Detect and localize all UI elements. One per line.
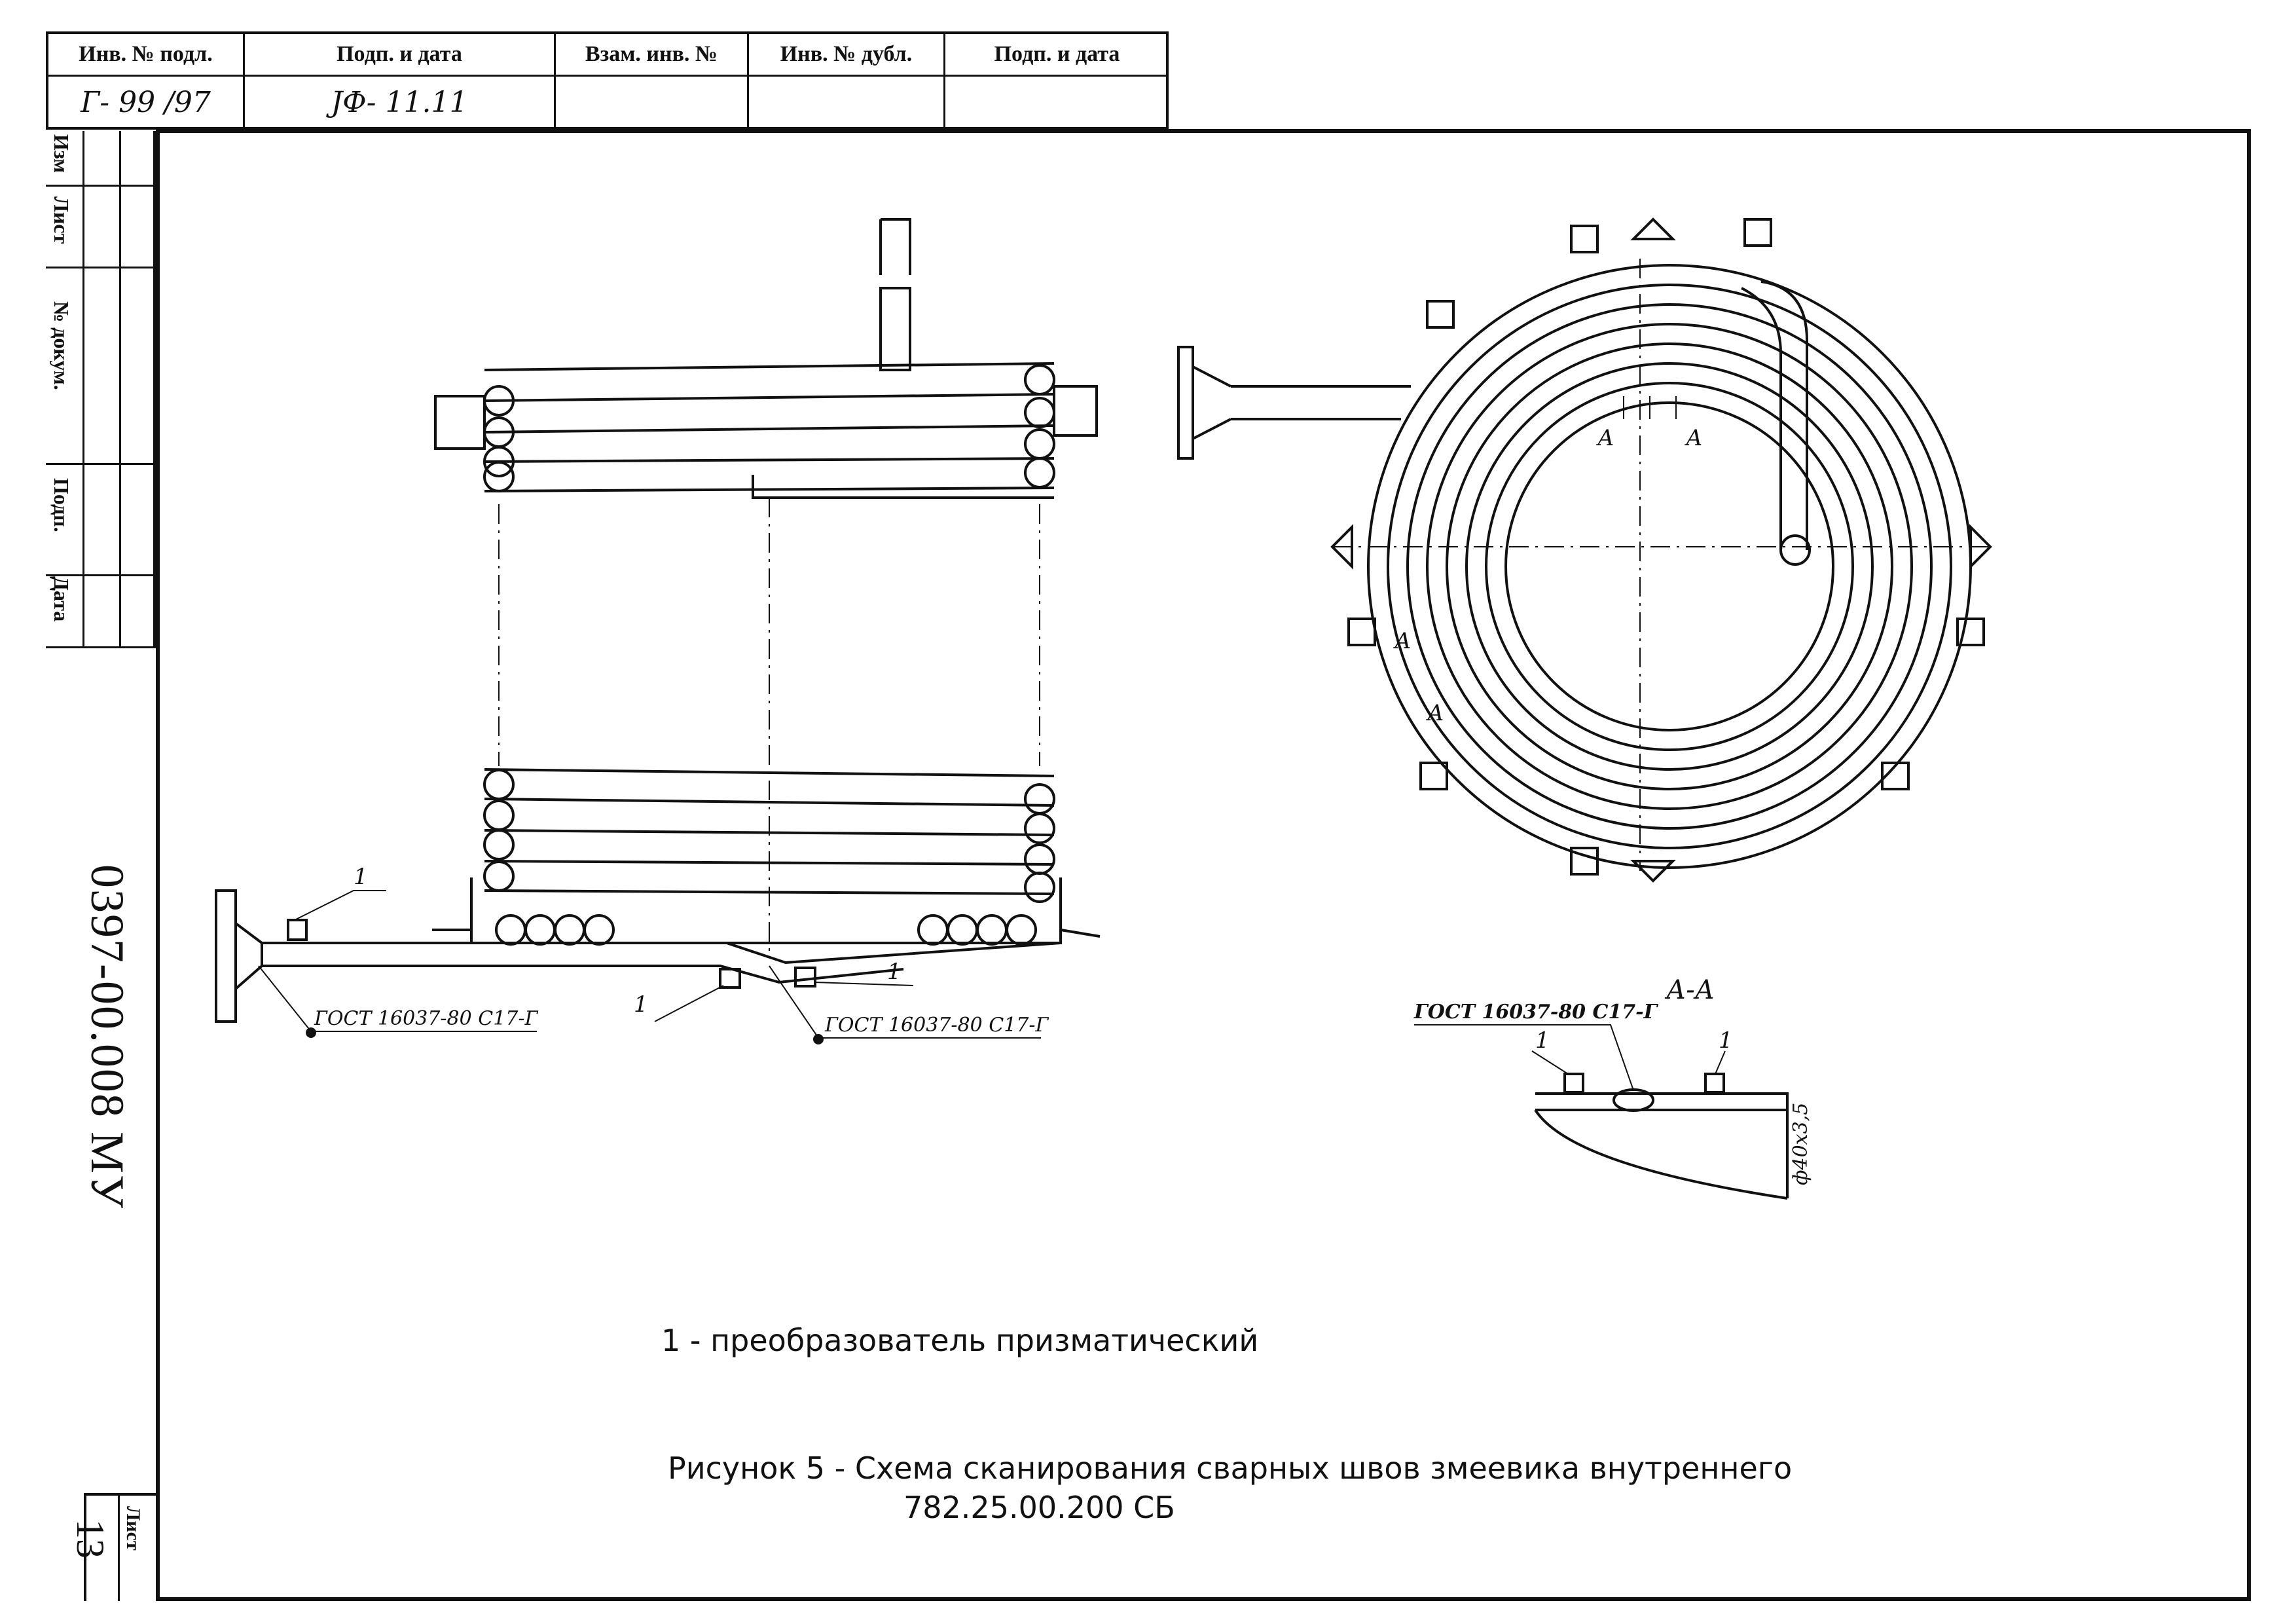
left-stamp-table (46, 131, 156, 648)
left-stamp-row (46, 187, 156, 268)
section-a-a (1414, 1024, 1789, 1200)
stamp-header-inv-dubl: Инв. № дубл. (749, 34, 945, 75)
top-stamp-table: Инв. № подл. Подп. и дата Взам. инв. № И… (46, 31, 1169, 130)
drawing-frame (156, 129, 2251, 1601)
left-stamp-row (46, 465, 156, 576)
stamp-header-podp-data-2: Подп. и дата (994, 42, 1120, 66)
left-stamp-col-divider (119, 131, 121, 648)
callout-1-a: 1 (354, 864, 368, 890)
left-stamp-row (46, 268, 156, 465)
left-stamp-col-divider (82, 131, 84, 648)
stamp-value-row: Г- 99 /97 ЈФ- 11.11 (48, 75, 1166, 130)
legend-item: 1 - преобразователь призматический (661, 1323, 1259, 1358)
coil-side-view-top (434, 218, 1098, 499)
section-mark-a-4: А (1426, 700, 1444, 726)
callout-1-e: 1 (1719, 1027, 1733, 1054)
left-stamp-row (46, 576, 156, 648)
stamp-value-inv-podl: Г- 99 /97 (48, 75, 245, 130)
callout-1-c: 1 (887, 959, 902, 985)
center-lines (498, 259, 1990, 956)
weld-spec-label-2: ГОСТ 16037-80 С17-Г (824, 1014, 1049, 1037)
sheet-box-divider (118, 1493, 120, 1601)
figure-caption-line1: Рисунок 5 - Схема сканирования сварных ш… (668, 1450, 1793, 1486)
section-mark-a-2: А (1685, 425, 1703, 451)
stamp-value-inv-dubl (749, 75, 945, 130)
coil-side-view-bottom (215, 768, 1101, 1044)
coil-plan-view (1177, 217, 1992, 883)
callout-1-d: 1 (1535, 1027, 1550, 1054)
sheet-box (84, 1493, 156, 1601)
stamp-header-row: Инв. № подл. Подп. и дата Взам. инв. № И… (48, 34, 1166, 77)
left-stamp-row (46, 131, 156, 187)
stamp-header-inv-podl: Инв. № подл. (48, 34, 245, 75)
section-mark-a-1: А (1596, 425, 1614, 451)
callout-1-b: 1 (634, 991, 648, 1018)
figure-caption-line2: 782.25.00.200 СБ (903, 1490, 1175, 1525)
stamp-value-vzam-inv (556, 75, 749, 130)
stamp-value-podp-data: ЈФ- 11.11 (245, 75, 556, 130)
section-mark-a-3: А (1393, 628, 1412, 654)
pipe-dimension: ф40х3,5 (1789, 1103, 1812, 1185)
section-title: А-А (1664, 975, 1715, 1005)
stamp-header-vzam-inv: Взам. инв. № (556, 34, 749, 75)
stamp-header-podp-data: Подп. и дата (245, 34, 556, 75)
weld-spec-label-1: ГОСТ 16037-80 С17-Г (314, 1007, 539, 1030)
weld-spec-label-section: ГОСТ 16037-80 С17-Г (1413, 1001, 1659, 1024)
